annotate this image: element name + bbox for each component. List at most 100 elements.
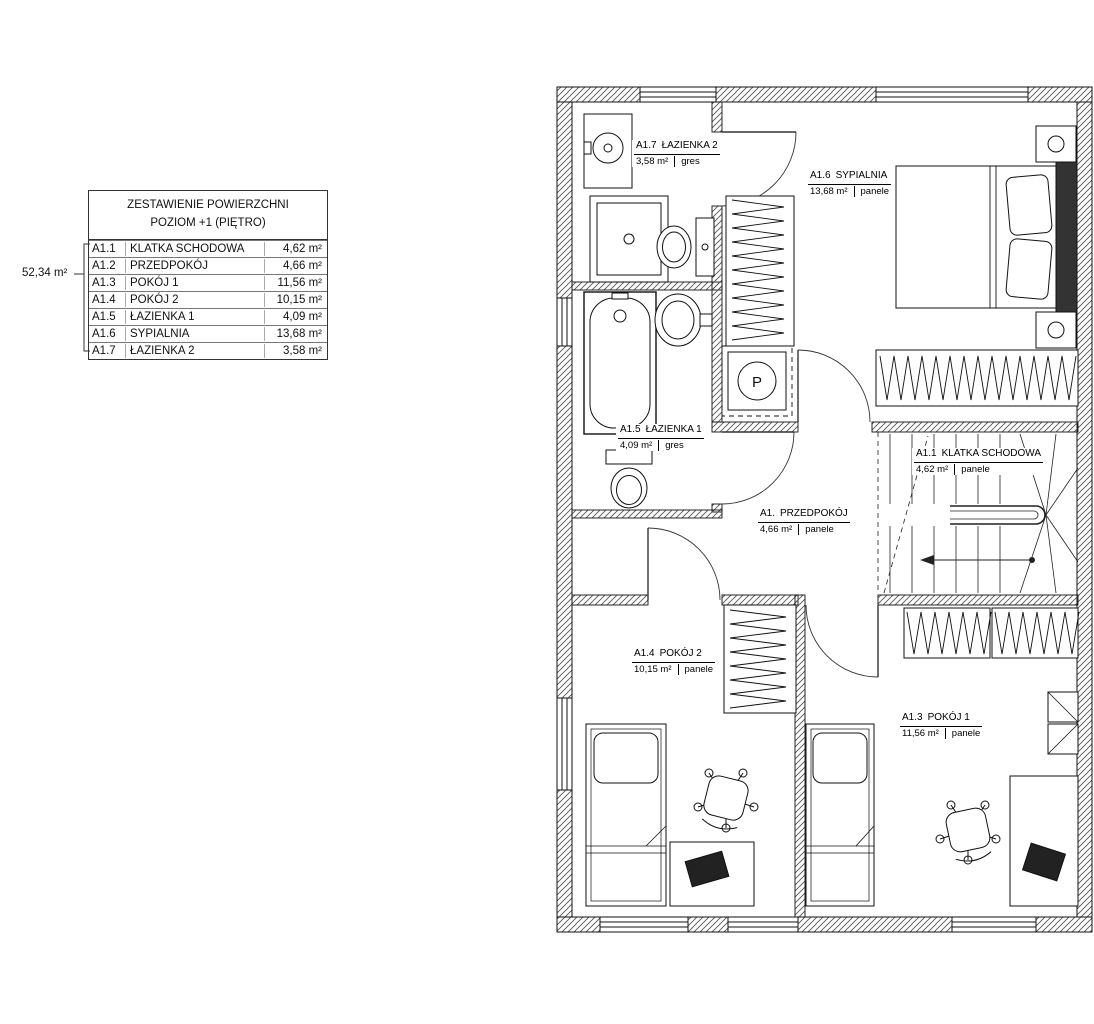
label-divider bbox=[944, 727, 946, 740]
room-floor: panele bbox=[860, 185, 890, 197]
room-area: 13,68 m² bbox=[810, 185, 848, 197]
room-code: A1.4 bbox=[634, 648, 655, 659]
wall-left bbox=[556, 101, 573, 918]
toilet-bath1 bbox=[605, 449, 653, 509]
stair-handrail bbox=[950, 505, 1046, 525]
window-top-2 bbox=[875, 86, 1029, 103]
room-code: A1.1 bbox=[916, 448, 937, 459]
room-code: A1.5 bbox=[620, 424, 641, 435]
row-name: ŁAZIENKA 2 bbox=[125, 343, 265, 358]
room2-furniture bbox=[585, 604, 797, 907]
room-label-pokoj1: A1.3 POKÓJ 1 11,56 m² panele bbox=[898, 712, 985, 740]
row-area: 11,56 m² bbox=[277, 276, 322, 289]
windows bbox=[556, 86, 1037, 933]
room1-furniture bbox=[805, 607, 1080, 907]
window-top-1 bbox=[639, 86, 717, 103]
wall-right bbox=[1076, 101, 1093, 918]
label-divider bbox=[674, 155, 676, 168]
p-letter: P bbox=[752, 374, 762, 391]
doors bbox=[647, 131, 879, 678]
room-area: 4,62 m² bbox=[916, 463, 949, 475]
row-code: A1.5 bbox=[92, 310, 116, 323]
row-name: ŁAZIENKA 1 bbox=[125, 309, 265, 324]
door-room1 bbox=[805, 604, 879, 678]
bed-headboard bbox=[1055, 157, 1078, 317]
room-floor: panele bbox=[961, 463, 990, 475]
toilet-bath2 bbox=[656, 217, 715, 277]
window-left-2 bbox=[556, 697, 573, 791]
label-divider bbox=[954, 463, 956, 476]
legend-total-bracket bbox=[74, 243, 90, 352]
row-name: SYPIALNIA bbox=[125, 326, 265, 341]
room-floor: gres bbox=[665, 439, 684, 451]
window-left-1 bbox=[556, 297, 573, 347]
wall-hall-top-left bbox=[711, 421, 799, 433]
wardrobe-bedroom-bottom bbox=[875, 349, 1079, 407]
pillow bbox=[593, 732, 659, 784]
room-area: 10,15 m² bbox=[634, 663, 672, 675]
wall-room2-top-left bbox=[571, 594, 649, 606]
table-title-line2: POZIOM +1 (PIĘTRO) bbox=[150, 216, 266, 229]
door-bath1 bbox=[721, 431, 795, 505]
row-area: 4,09 m² bbox=[283, 310, 322, 323]
room-name: PRZEDPOKÓJ bbox=[780, 508, 848, 519]
room-floor: panele bbox=[951, 727, 981, 739]
office-chair-room1 bbox=[935, 800, 1001, 865]
label-divider bbox=[853, 185, 855, 198]
wardrobe-bedroom-left bbox=[725, 195, 795, 347]
table-title-line1: ZESTAWIENIE POWIERZCHNI bbox=[127, 199, 289, 211]
label-divider bbox=[677, 663, 679, 676]
cabinet-room1 bbox=[1047, 691, 1079, 755]
row-name: PRZEDPOKÓJ bbox=[125, 258, 265, 273]
room-code: A1. bbox=[760, 508, 776, 519]
wall-bathrooms-divider bbox=[571, 281, 723, 291]
p-symbol: P bbox=[721, 345, 793, 417]
door-bath2 bbox=[721, 131, 797, 207]
bathroom1-fixtures bbox=[583, 291, 713, 509]
single-bed-room1 bbox=[805, 723, 875, 907]
wall-stairs-top bbox=[871, 421, 1079, 433]
pillow-2 bbox=[1005, 238, 1053, 300]
wall-bath1-bottom bbox=[571, 509, 723, 519]
room-name: SYPIALNIA bbox=[835, 170, 888, 181]
room-code: A1.6 bbox=[810, 170, 831, 181]
window-bottom-2 bbox=[727, 916, 799, 933]
room-name: POKÓJ 1 bbox=[927, 712, 970, 723]
room-code: A1.3 bbox=[902, 712, 923, 723]
room-label-przedpokoj: A1. PRZEDPOKÓJ 4,66 m² panele bbox=[756, 508, 852, 536]
desk-room1 bbox=[1009, 775, 1079, 907]
wall-room2-top-right bbox=[721, 594, 799, 606]
single-bed-room2 bbox=[585, 723, 667, 907]
wall-room1-top bbox=[877, 594, 1079, 606]
row-code: A1.6 bbox=[92, 327, 116, 340]
room-floor: panele bbox=[805, 523, 834, 535]
wall-bath2-right-upper bbox=[711, 101, 723, 133]
total-area-label: 52,34 m² bbox=[20, 266, 70, 280]
room-name: KLATKA SCHODOWA bbox=[941, 448, 1042, 459]
room-label-sypialnia: A1.6 SYPIALNIA 13,68 m² panele bbox=[806, 170, 894, 198]
room-name: POKÓJ 2 bbox=[659, 648, 702, 659]
door-room2 bbox=[647, 527, 721, 601]
p-niche-dashed bbox=[721, 345, 793, 417]
label-divider bbox=[658, 439, 660, 452]
bedroom-furniture bbox=[725, 125, 1079, 407]
desk-room2 bbox=[669, 841, 755, 907]
shower-tray bbox=[589, 195, 669, 283]
wall-rooms-divider bbox=[794, 594, 806, 918]
stair-direction-arrow bbox=[920, 555, 1035, 565]
room-area: 4,09 m² bbox=[620, 439, 653, 451]
pillow bbox=[812, 732, 868, 784]
washbasin-cabinet bbox=[583, 113, 633, 189]
room-area: 4,66 m² bbox=[760, 523, 793, 535]
door-bedroom bbox=[797, 349, 871, 423]
row-area: 4,66 m² bbox=[283, 259, 322, 272]
row-name: KLATKA SCHODOWA bbox=[125, 241, 265, 256]
room-code: A1.7 bbox=[636, 140, 657, 151]
laptop bbox=[1021, 842, 1067, 882]
room-area: 11,56 m² bbox=[902, 727, 939, 739]
nightstand-2 bbox=[1035, 311, 1077, 349]
